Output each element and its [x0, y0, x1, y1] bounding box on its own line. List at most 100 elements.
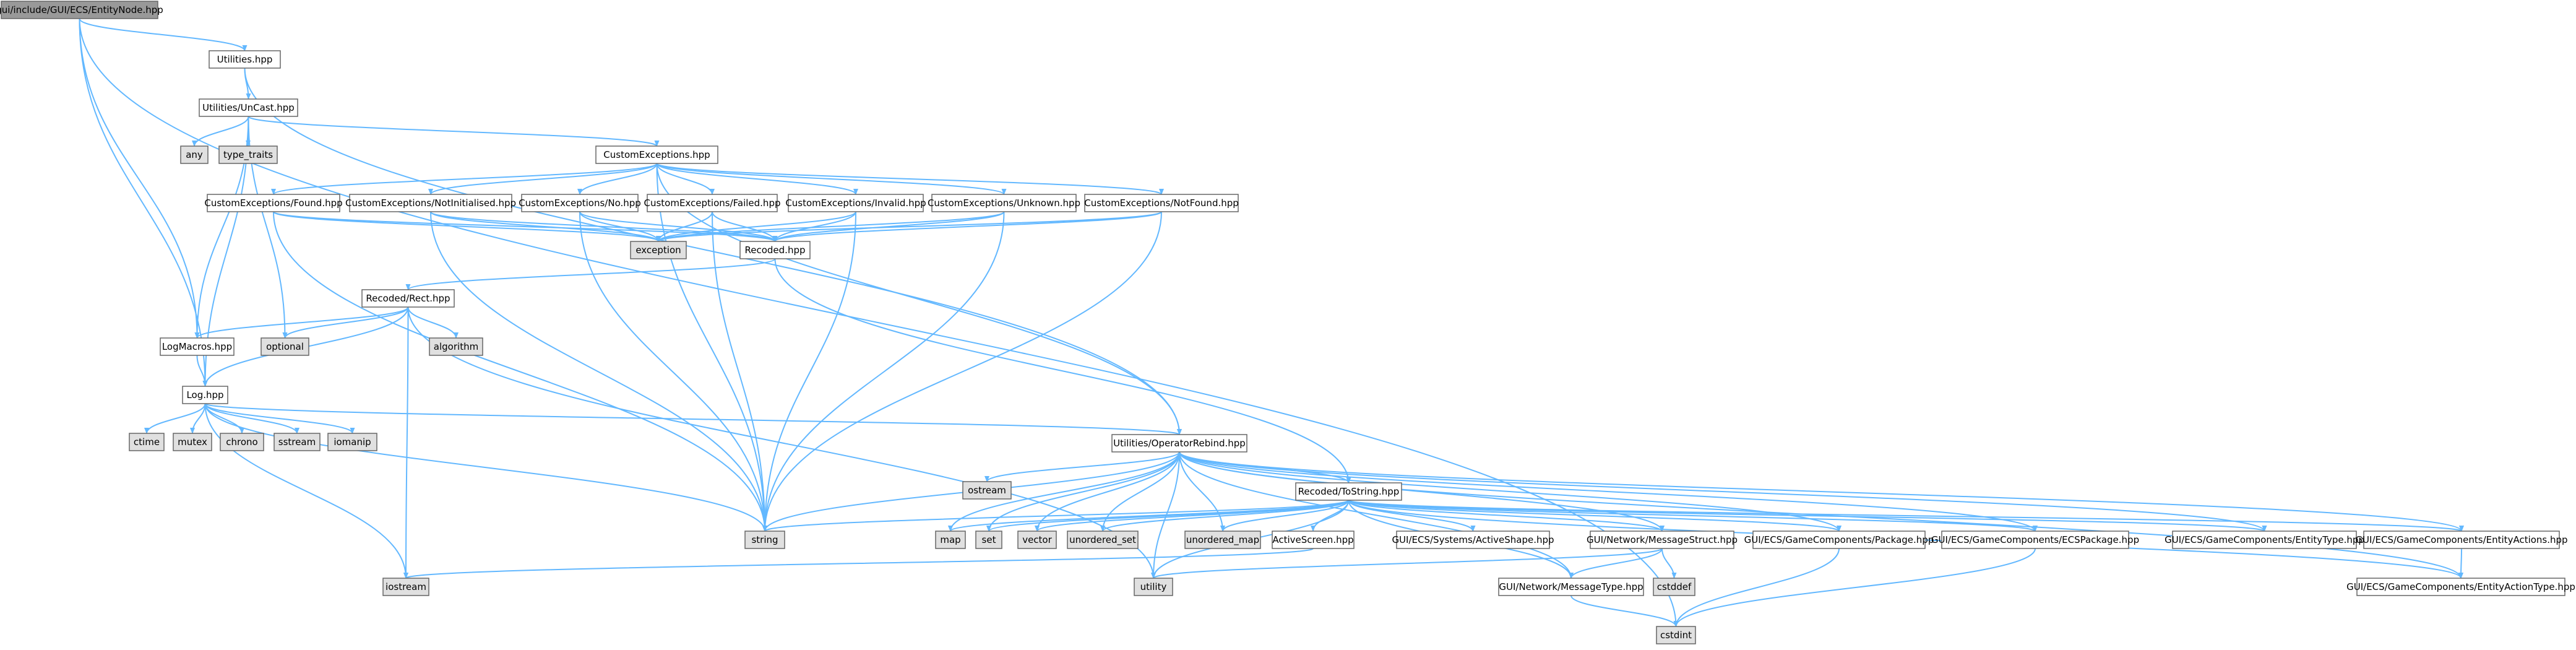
- node-exc_unknown[interactable]: CustomExceptions/Unknown.hpp: [928, 194, 1080, 212]
- node-exc_no[interactable]: CustomExceptions/No.hpp: [519, 194, 641, 212]
- node-exc_failed[interactable]: CustomExceptions/Failed.hpp: [644, 194, 781, 212]
- node-box-chrono: [220, 433, 264, 451]
- node-string: string: [744, 531, 785, 549]
- node-label-logmacros: LogMacros.hpp: [162, 341, 232, 352]
- node-utility: utility: [1134, 578, 1173, 596]
- edge-customexc-to-exc_invalid: [656, 163, 858, 195]
- node-label-mutex: mutex: [178, 436, 207, 448]
- node-msgstruct[interactable]: GUI/Network/MessageStruct.hpp: [1587, 531, 1738, 549]
- node-chrono: chrono: [220, 433, 264, 451]
- node-label-msgtype: GUI/Network/MessageType.hpp: [1499, 581, 1643, 592]
- node-box-optional: [261, 337, 309, 356]
- edge-tostring-to-umap: [1220, 500, 1350, 532]
- node-box-msgtype: [1498, 578, 1644, 596]
- node-box-customexc: [595, 145, 718, 164]
- node-logmacros[interactable]: LogMacros.hpp: [160, 337, 235, 356]
- node-box-exc_found: [207, 194, 340, 212]
- edge-customexc-to-exc_no: [577, 163, 658, 195]
- node-box-exc_failed: [647, 194, 778, 212]
- edge-oprebind-to-package: [1179, 451, 1842, 532]
- node-utilities[interactable]: Utilities.hpp: [209, 50, 281, 69]
- node-any: any: [180, 145, 209, 164]
- edge-exc_invalid-to-string: [762, 211, 856, 532]
- node-label-exc_invalid: CustomExceptions/Invalid.hpp: [785, 197, 926, 209]
- node-activescreen[interactable]: ActiveScreen.hpp: [1272, 531, 1355, 549]
- node-label-exc_no: CustomExceptions/No.hpp: [519, 197, 641, 209]
- node-label-recoded: Recoded.hpp: [745, 245, 806, 256]
- node-entityactions[interactable]: GUI/ECS/GameComponents/EntityActions.hpp: [2355, 531, 2568, 549]
- node-label-tostring: Recoded/ToString.hpp: [1298, 486, 1400, 497]
- node-oprebind[interactable]: Utilities/OperatorRebind.hpp: [1111, 434, 1247, 453]
- edge-oprebind-to-entityactiontype: [1179, 451, 2463, 579]
- node-box-entityactions: [2363, 531, 2560, 549]
- node-entitytype[interactable]: GUI/ECS/GameComponents/EntityType.hpp: [2165, 531, 2364, 549]
- node-activeshape[interactable]: GUI/ECS/Systems/ActiveShape.hpp: [1392, 531, 1554, 549]
- node-root[interactable]: gui/include/GUI/ECS/EntityNode.hpp: [0, 1, 163, 19]
- node-ecspackage[interactable]: GUI/ECS/GameComponents/ECSPackage.hpp: [1931, 531, 2139, 549]
- edge-customexc-to-string: [656, 163, 767, 532]
- node-label-package: GUI/ECS/GameComponents/Package.hpp: [1744, 534, 1934, 545]
- node-label-customexc: CustomExceptions.hpp: [603, 149, 710, 160]
- node-msgtype[interactable]: GUI/Network/MessageType.hpp: [1498, 578, 1644, 596]
- node-box-activeshape: [1396, 531, 1550, 549]
- edge-exc_unknown-to-string: [762, 211, 1005, 532]
- edge-exc_failed-to-string: [712, 211, 767, 532]
- node-package[interactable]: GUI/ECS/GameComponents/Package.hpp: [1744, 531, 1934, 549]
- node-box-exc_invalid: [788, 194, 924, 212]
- node-iomanip: iomanip: [327, 433, 377, 451]
- node-label-algorithm: algorithm: [434, 341, 478, 352]
- edge-exc_notfound-to-exception: [656, 211, 1162, 242]
- edge-utilities-to-oprebind: [244, 67, 1182, 435]
- node-box-logmacros: [160, 337, 235, 356]
- node-label-utility: utility: [1140, 581, 1167, 592]
- node-label-entityactiontype: GUI/ECS/GameComponents/EntityActionType.…: [2346, 581, 2575, 592]
- edge-ecspackage-to-cstdint: [1673, 548, 2036, 627]
- edge-log-to-iostream: [204, 403, 408, 579]
- node-iostream: iostream: [382, 578, 429, 596]
- node-box-type_traits: [218, 145, 278, 164]
- node-cstddef: cstddef: [1653, 578, 1695, 596]
- node-box-iostream: [382, 578, 429, 596]
- edge-root-to-logmacros: [79, 18, 200, 339]
- node-customexc[interactable]: CustomExceptions.hpp: [595, 145, 718, 164]
- edge-exc_notinit-to-exception: [430, 211, 661, 242]
- node-label-string: string: [751, 534, 778, 545]
- edge-oprebind-to-umap: [1179, 451, 1225, 532]
- node-label-exc_notfound: CustomExceptions/NotFound.hpp: [1084, 197, 1239, 209]
- node-label-set: set: [982, 534, 996, 545]
- node-algorithm: algorithm: [429, 337, 483, 356]
- node-recoded[interactable]: Recoded.hpp: [739, 241, 811, 259]
- node-box-umap: [1184, 531, 1261, 549]
- edge-log-to-sstream: [204, 403, 299, 434]
- edge-exc_found-to-string: [273, 211, 767, 532]
- node-tostring[interactable]: Recoded/ToString.hpp: [1295, 482, 1402, 501]
- node-box-mutex: [173, 433, 212, 451]
- node-uncast[interactable]: Utilities/UnCast.hpp: [199, 98, 298, 117]
- edge-root-to-utilities: [79, 18, 248, 51]
- node-exc_found[interactable]: CustomExceptions/Found.hpp: [204, 194, 343, 212]
- node-exc_notinit[interactable]: CustomExceptions/NotInitialised.hpp: [345, 194, 516, 212]
- edge-tostring-to-vector: [1035, 500, 1350, 532]
- edge-exc_notinit-to-recoded: [430, 211, 778, 242]
- node-exc_notfound[interactable]: CustomExceptions/NotFound.hpp: [1084, 194, 1239, 212]
- edges-layer: [79, 18, 2464, 627]
- edge-log-to-ctime: [144, 403, 206, 434]
- node-exc_invalid[interactable]: CustomExceptions/Invalid.hpp: [785, 194, 926, 212]
- node-box-algorithm: [429, 337, 483, 356]
- node-box-uset: [1067, 531, 1139, 549]
- edge-exc_found-to-exception: [273, 211, 661, 242]
- node-entityactiontype[interactable]: GUI/ECS/GameComponents/EntityActionType.…: [2346, 578, 2575, 596]
- edge-activescreen-to-iostream: [403, 548, 1314, 579]
- edge-exc_unknown-to-exception: [656, 211, 1005, 242]
- edge-package-to-cstdint: [1673, 548, 1840, 627]
- edge-recoded-to-rect: [405, 258, 776, 290]
- node-box-exc_no: [521, 194, 639, 212]
- edge-uncast-to-any: [192, 116, 249, 147]
- node-rect[interactable]: Recoded/Rect.hpp: [361, 289, 455, 308]
- node-label-exc_notinit: CustomExceptions/NotInitialised.hpp: [345, 197, 516, 209]
- node-label-iomanip: iomanip: [334, 436, 371, 448]
- node-label-umap: unordered_map: [1186, 534, 1259, 546]
- edge-log-to-iomanip: [204, 403, 355, 434]
- node-log[interactable]: Log.hpp: [182, 386, 228, 404]
- edge-tostring-to-string: [762, 500, 1350, 532]
